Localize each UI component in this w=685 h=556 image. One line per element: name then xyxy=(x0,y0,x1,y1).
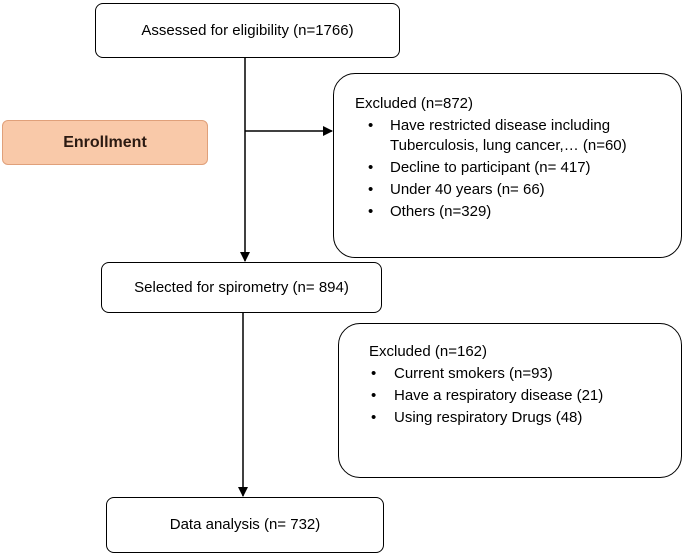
bullet-icon: • xyxy=(368,159,374,176)
bullet-icon: • xyxy=(368,181,374,198)
analysis-box: Data analysis (n= 732) xyxy=(106,497,384,553)
list-item: •Decline to participant (n= 417) xyxy=(368,159,591,176)
list-item: •Current smokers (n=93) xyxy=(371,365,553,382)
list-item: •Using respiratory Drugs (48) xyxy=(371,409,583,426)
bullet-icon: • xyxy=(371,365,377,382)
selected-label: Selected for spirometry (n= 894) xyxy=(134,278,349,296)
bullet-icon: • xyxy=(368,117,374,134)
list-item: •Others (n=329) xyxy=(368,203,492,220)
assessed-label: Assessed for eligibility (n=1766) xyxy=(141,21,354,39)
list-item: •Have restricted disease including Tuber… xyxy=(368,117,627,154)
exclusion-box-1: Excluded (n=872) •Have restricted diseas… xyxy=(333,73,682,258)
enrollment-label-box: Enrollment xyxy=(2,120,208,165)
assessed-box: Assessed for eligibility (n=1766) xyxy=(95,3,400,58)
list-item: •Under 40 years (n= 66) xyxy=(368,181,545,198)
selected-box: Selected for spirometry (n= 894) xyxy=(101,262,382,313)
exclusion-1-list: •Have restricted disease including Tuber… xyxy=(355,116,671,222)
bullet-icon: • xyxy=(368,203,374,220)
exclusion-2-list: •Current smokers (n=93) •Have a respirat… xyxy=(369,364,671,428)
enrollment-label: Enrollment xyxy=(63,133,147,151)
exclusion-2-title: Excluded (n=162) xyxy=(369,343,487,360)
exclusion-box-2: Excluded (n=162) •Current smokers (n=93)… xyxy=(338,323,682,478)
exclusion-1-title: Excluded (n=872) xyxy=(355,95,473,112)
list-item: •Have a respiratory disease (21) xyxy=(371,387,604,404)
bullet-icon: • xyxy=(371,387,377,404)
analysis-label: Data analysis (n= 732) xyxy=(169,516,321,533)
bullet-icon: • xyxy=(371,409,377,426)
